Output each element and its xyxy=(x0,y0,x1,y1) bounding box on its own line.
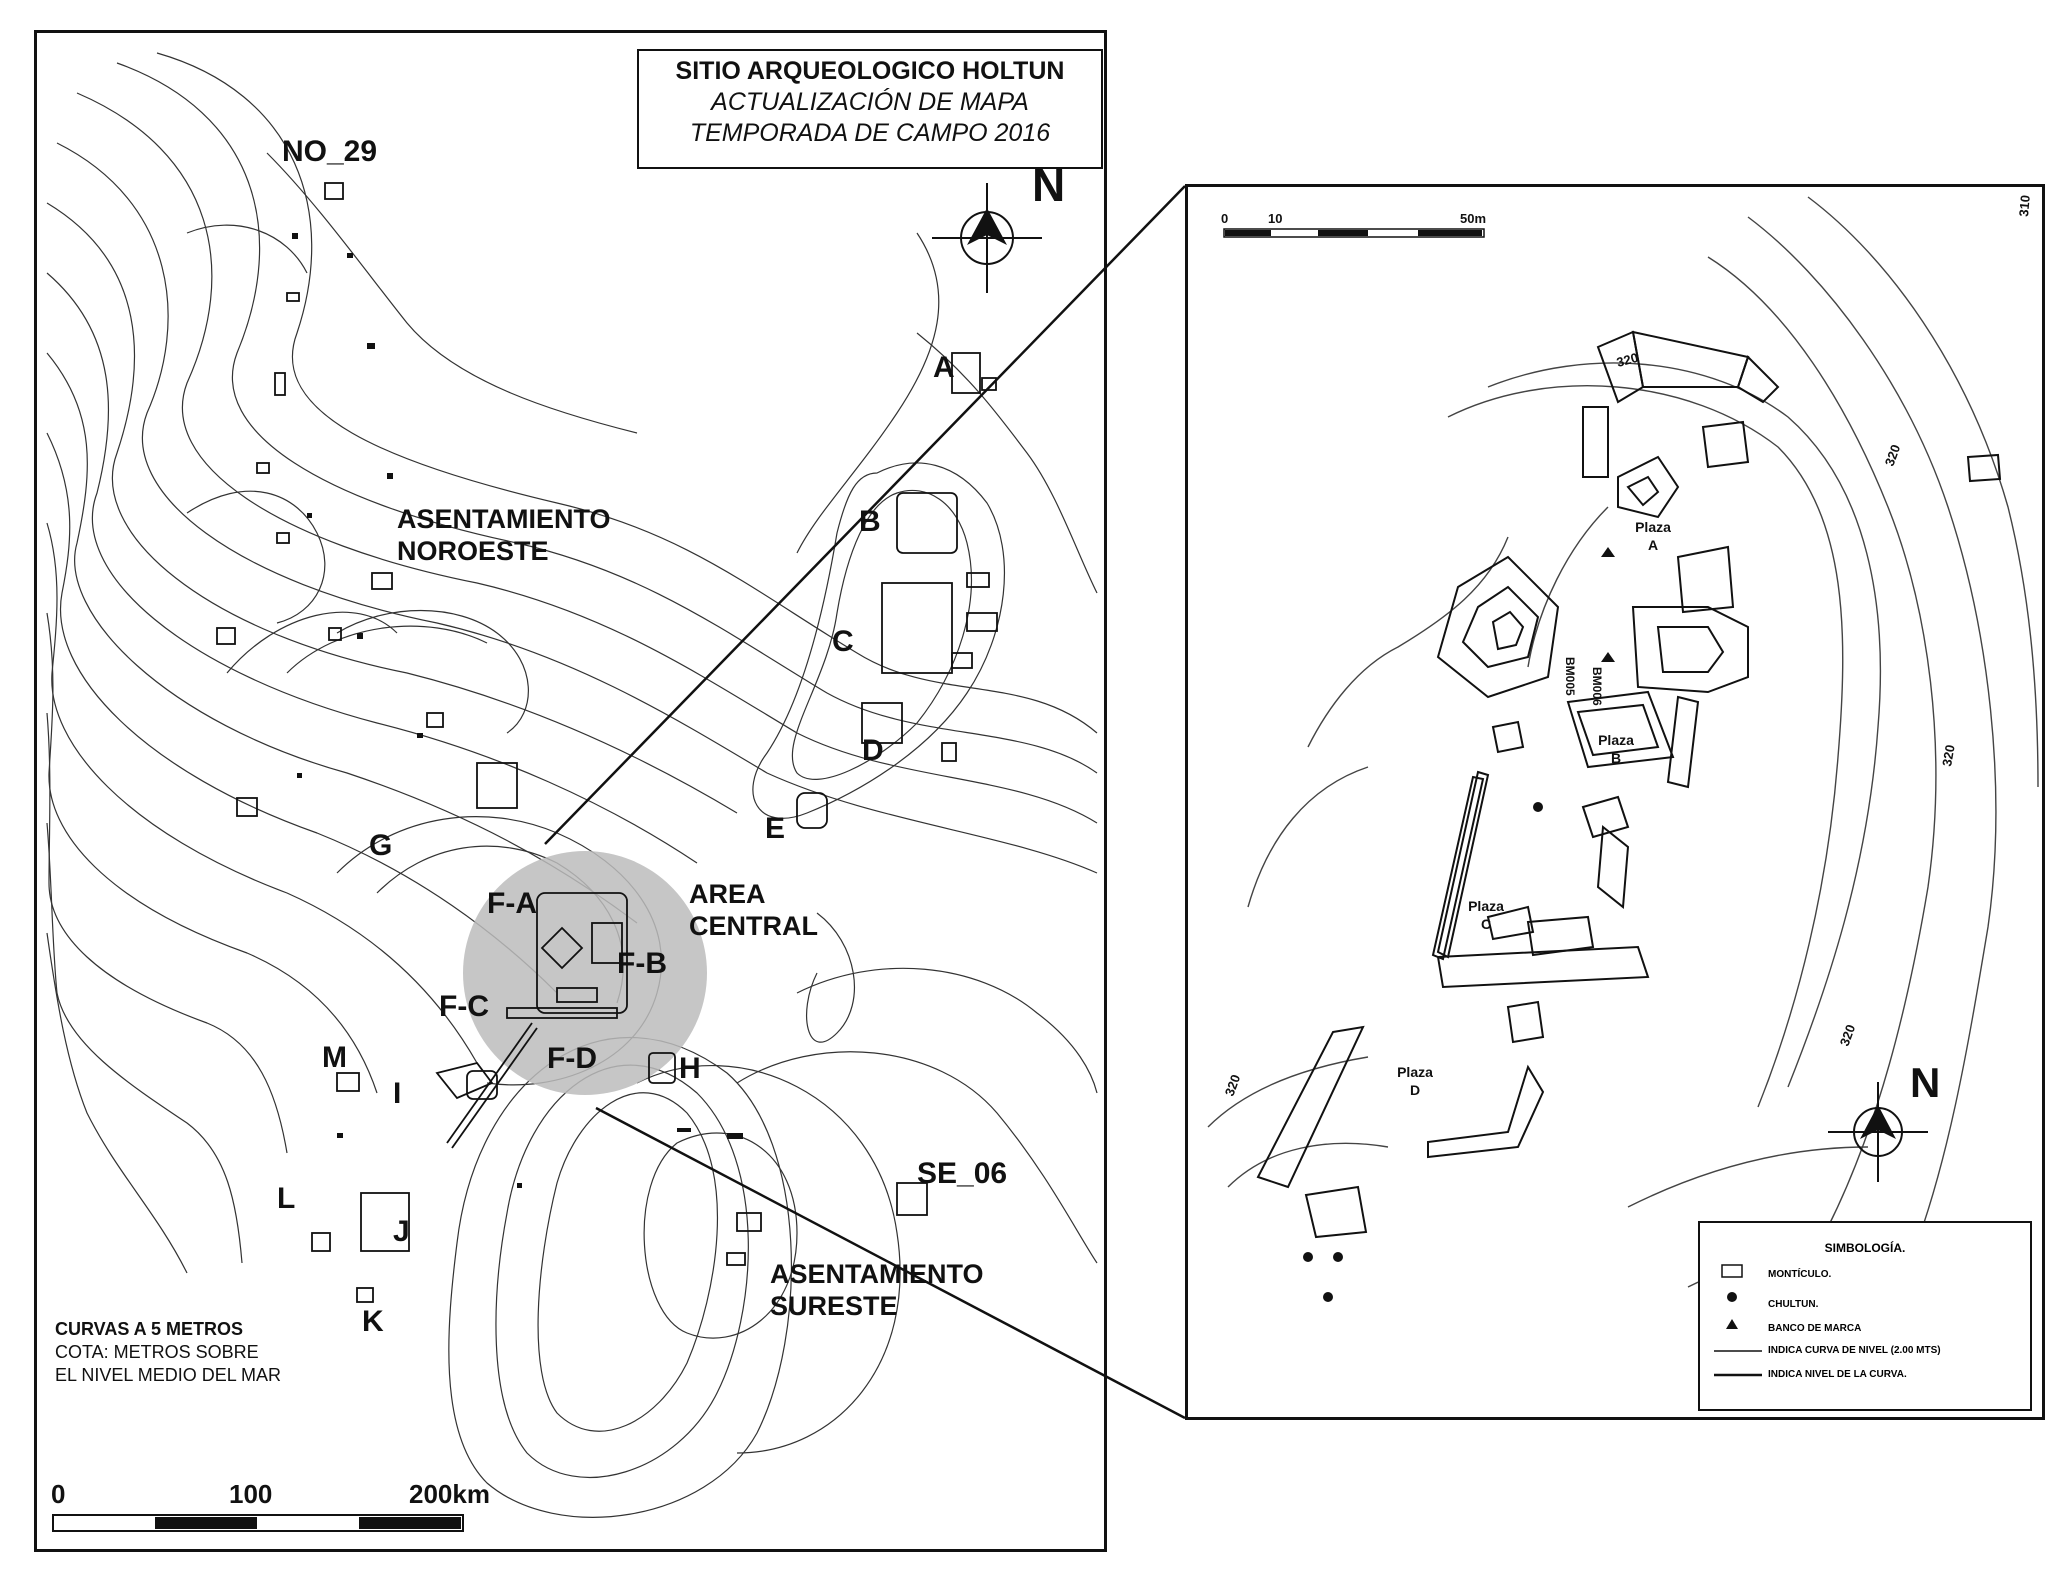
legend-item: MONTÍCULO. xyxy=(1768,1269,1832,1280)
area-label-central: CENTRAL xyxy=(689,911,818,941)
area-label-noroeste: ASENTAMIENTO xyxy=(397,504,611,534)
contour-lines xyxy=(46,52,1098,1518)
contour-elevation-label: 320 xyxy=(1882,443,1904,469)
area-label-central: AREA xyxy=(689,879,766,909)
plaza-label: Plaza xyxy=(1468,898,1504,914)
inset-north-arrow xyxy=(1828,1082,1928,1182)
scale-label: 0 xyxy=(51,1479,65,1509)
legend-item: BANCO DE MARCA xyxy=(1768,1323,1862,1334)
main-map-panel: N NO_29 A B C D E G H I J K L M SE_06 F-… xyxy=(34,30,1107,1552)
area-label-sureste: ASENTAMIENTO xyxy=(770,1259,984,1289)
site-label: M xyxy=(322,1041,347,1074)
group-label: F-B xyxy=(617,947,667,980)
site-label: H xyxy=(679,1052,701,1085)
group-label: F-A xyxy=(487,887,537,920)
scale-label: 200km xyxy=(409,1479,490,1509)
benchmark-markers xyxy=(1601,547,1615,662)
inset-contour-lines xyxy=(1207,196,2039,1288)
scale-label: 100 xyxy=(229,1479,272,1509)
inset-map-canvas: BM005 BM006 Plaza A Plaza B Plaza C Plaz… xyxy=(1207,194,2039,1302)
site-label: K xyxy=(362,1305,384,1338)
site-label: G xyxy=(369,829,392,862)
group-label: F-D xyxy=(547,1042,597,1075)
legend-item: CHULTUN. xyxy=(1768,1299,1819,1310)
contour-elevation-label: 320 xyxy=(1222,1073,1244,1099)
plaza-letter: D xyxy=(1410,1082,1420,1098)
contour-elevation-label: 320 xyxy=(1939,744,1958,768)
north-arrow xyxy=(932,183,1042,293)
map-title-box: SITIO ARQUEOLOGICO HOLTUN ACTUALIZACIÓN … xyxy=(637,49,1103,169)
benchmark-symbol-icon xyxy=(1726,1319,1738,1329)
site-label: I xyxy=(393,1077,401,1110)
site-label: J xyxy=(393,1215,410,1248)
inset-map-panel: BM005 BM006 Plaza A Plaza B Plaza C Plaz… xyxy=(1185,184,2045,1420)
map-subtitle: ACTUALIZACIÓN DE MAPA xyxy=(711,88,1029,116)
legend-item: INDICA CURVA DE NIVEL (2.00 MTS) xyxy=(1768,1345,1941,1356)
area-label-sureste: SURESTE xyxy=(770,1291,898,1321)
chultun-symbol-icon xyxy=(1727,1292,1737,1302)
mound-symbol-icon xyxy=(1721,1264,1743,1278)
plaza-letter: C xyxy=(1481,916,1491,932)
inset-scale-bar xyxy=(1223,228,1485,238)
inset-scale-label: 50m xyxy=(1460,211,1486,226)
plaza-letter: B xyxy=(1611,750,1621,766)
chultun-markers xyxy=(1303,802,1543,1302)
contour-elevation-label: 320 xyxy=(1615,350,1640,370)
contour-note: CURVAS A 5 METROS COTA: METROS SOBRE EL … xyxy=(55,1318,281,1387)
group-label: F-C xyxy=(439,990,489,1023)
site-label: SE_06 xyxy=(917,1157,1007,1190)
scale-bar xyxy=(52,1514,464,1532)
legend-item: INDICA NIVEL DE LA CURVA. xyxy=(1768,1369,1907,1380)
map-title: SITIO ARQUEOLOGICO HOLTUN xyxy=(675,57,1065,85)
contour-interval-note: CURVAS A 5 METROS xyxy=(55,1319,244,1339)
site-label: D xyxy=(862,734,884,767)
elevation-note: COTA: METROS SOBRE xyxy=(55,1342,259,1362)
legend-box: SIMBOLOGÍA. MONTÍCULO. CHULTUN. BANCO DE… xyxy=(1698,1221,2032,1411)
contour-elevation-label: 310 xyxy=(2016,194,2033,217)
inset-scale-label: 0 xyxy=(1221,211,1228,226)
site-label: B xyxy=(859,505,881,538)
inset-scale-label: 10 xyxy=(1268,211,1282,226)
site-label: L xyxy=(277,1182,295,1215)
area-label-noroeste: NOROESTE xyxy=(397,536,549,566)
benchmark-label: BM006 xyxy=(1590,667,1604,706)
site-label: A xyxy=(933,351,955,384)
plaza-label: Plaza xyxy=(1635,519,1671,535)
site-label: C xyxy=(832,625,854,658)
elevation-note: EL NIVEL MEDIO DEL MAR xyxy=(55,1365,282,1385)
inset-mound-structures xyxy=(1256,330,2002,1239)
plaza-letter: A xyxy=(1648,537,1658,553)
legend-symbols xyxy=(1714,1264,1762,1377)
site-label: NO_29 xyxy=(282,135,377,168)
map-subtitle: TEMPORADA DE CAMPO 2016 xyxy=(689,119,1051,147)
site-label: E xyxy=(765,812,785,845)
contour-elevation-label: 320 xyxy=(1837,1023,1859,1049)
plaza-label: Plaza xyxy=(1397,1064,1433,1080)
plaza-label: Plaza xyxy=(1598,732,1634,748)
benchmark-label: BM005 xyxy=(1563,657,1577,696)
inset-north-label: N xyxy=(1910,1059,1940,1106)
legend-title: SIMBOLOGÍA. xyxy=(1824,1241,1906,1255)
